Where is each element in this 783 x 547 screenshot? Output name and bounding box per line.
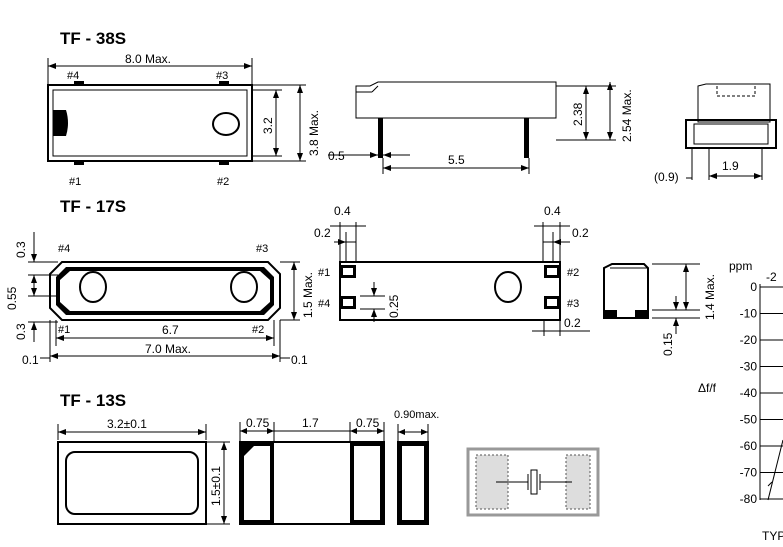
tf17s-end-gap-right-label: 0.1 — [291, 353, 308, 367]
tf17s-inner-length-label: 6.7 — [162, 323, 179, 337]
tf13s-end-view: 0.90max. — [394, 409, 439, 525]
tf17s-pad-bot-label: 0.2 — [564, 316, 581, 330]
graph-unit-label: ppm — [729, 259, 752, 273]
tf13s-thickness-label: 0.90max. — [394, 409, 439, 421]
tf17s-top-view: 0.3 0.55 0.3 #4 #3 #1 #2 6.7 — [5, 232, 315, 367]
graph-tick-label: -60 — [740, 439, 758, 453]
tf38s-end-view: 1.9 (0.9) — [654, 83, 777, 184]
tf38s-pin4-label: #4 — [67, 70, 79, 82]
tf17s-end-view: 1.4 Max. 0.15 — [603, 263, 717, 356]
tf13s-pad-b-label: 0.75 — [356, 416, 380, 430]
tf17s-pad-len-left-label: 0.4 — [334, 204, 351, 218]
tf17s-pad-gap-bot-label: 0.3 — [14, 323, 28, 340]
tf17s-bottom-pin4-label: #4 — [318, 298, 330, 310]
tf13s-top-view: 3.2±0.1 1.5±0.1 — [57, 417, 230, 525]
tf13s-width-label: 1.5±0.1 — [209, 466, 223, 506]
tf38s-pin2-label: #2 — [217, 176, 229, 188]
tf17s-length-max-label: 7.0 Max. — [145, 342, 191, 356]
tf38s-pin3-label: #3 — [216, 70, 228, 82]
tf17s-pin1-label: #1 — [58, 324, 70, 336]
tf17s-pad-w-left-label: 0.2 — [314, 226, 331, 240]
graph-y-axis-label: Δf/f — [698, 381, 717, 395]
graph-tick-label: -70 — [740, 466, 758, 480]
graph-ticks: 0 -10 -20 -30 -40 -50 -60 -70 -80 — [740, 280, 783, 506]
graph-tick-label: -20 — [740, 333, 758, 347]
tf38s-end-offset-label: (0.9) — [654, 170, 679, 184]
tf17s-bottom-pin2-label: #2 — [567, 267, 579, 279]
graph-tick-label: -50 — [740, 413, 758, 427]
tf13s-pad-a-label: 0.75 — [246, 416, 270, 430]
tf38s-inner-width-label: 3.2 — [261, 117, 275, 134]
tf17s-width-max-label: 1.5 Max. — [301, 272, 315, 318]
tf17s-title: TF - 17S — [60, 197, 126, 216]
tf38s-length-label: 8.0 Max. — [125, 52, 171, 66]
tf17s-pin4-label: #4 — [58, 243, 70, 255]
tf17s-pin3-label: #3 — [256, 243, 268, 255]
graph-tick-label: -10 — [740, 307, 758, 321]
tf17s-bottom-view: 0.4 0.2 0.4 0.2 #1 #4 #2 #3 — [314, 204, 590, 336]
graph-top-partial-label: -2 — [766, 270, 777, 284]
graph-footer-label: TYP — [762, 529, 783, 543]
tf17s-bottom-pin3-label: #3 — [567, 298, 579, 310]
tf38s-side-view: 0.5 5.5 2.38 2.54 Max. — [328, 81, 634, 174]
tf38s-lead-width-label: 0.5 — [328, 149, 345, 163]
graph-tick-label: 0 — [750, 280, 757, 294]
tf38s-pin1-label: #1 — [69, 176, 81, 188]
tf38s-end-width-label: 1.9 — [722, 159, 739, 173]
tf13s-gap-label: 1.7 — [302, 416, 319, 430]
graph-tick-label: -80 — [740, 492, 758, 506]
tf17s-pad-gap-top-label: 0.3 — [14, 241, 28, 258]
tf38s-lead-pitch-label: 5.5 — [448, 153, 465, 167]
graph-tick-label: -40 — [740, 386, 758, 400]
tf17s-pad-height-label: 0.55 — [5, 286, 19, 310]
tf17s-height-max-label: 1.4 Max. — [703, 274, 717, 320]
tf17s-end-gap-left-label: 0.1 — [22, 353, 39, 367]
tf13s-length-label: 3.2±0.1 — [107, 417, 147, 431]
tf38s-body-height-label: 2.38 — [571, 102, 585, 126]
tf17s-bottom-pin1-label: #1 — [318, 267, 330, 279]
frequency-graph: ppm -2 Δf/f 0 -10 -20 -30 -40 -50 -60 -70 -80 TY… — [698, 259, 783, 543]
tf17s-pad-w-right-label: 0.2 — [572, 226, 589, 240]
tf38s-height-max-label: 2.54 Max. — [620, 89, 634, 142]
tf13s-internal-view — [466, 447, 600, 517]
tf17s-pad-gap-label: 0.25 — [387, 294, 401, 318]
tf17s-standoff-label: 0.15 — [661, 332, 675, 356]
tf38s-title: TF - 38S — [60, 29, 126, 48]
tf17s-pin2-label: #2 — [252, 324, 264, 336]
tf13s-side-view: 0.75 1.7 0.75 — [239, 416, 385, 525]
tf17s-pad-len-right-label: 0.4 — [544, 204, 561, 218]
graph-tick-label: -30 — [740, 360, 758, 374]
tf38s-top-view: 8.0 Max. #4 #3 #1 #2 3.2 3.8 Max. — [47, 52, 321, 188]
tf13s-title: TF - 13S — [60, 391, 126, 410]
tf38s-width-max-label: 3.8 Max. — [307, 110, 321, 156]
